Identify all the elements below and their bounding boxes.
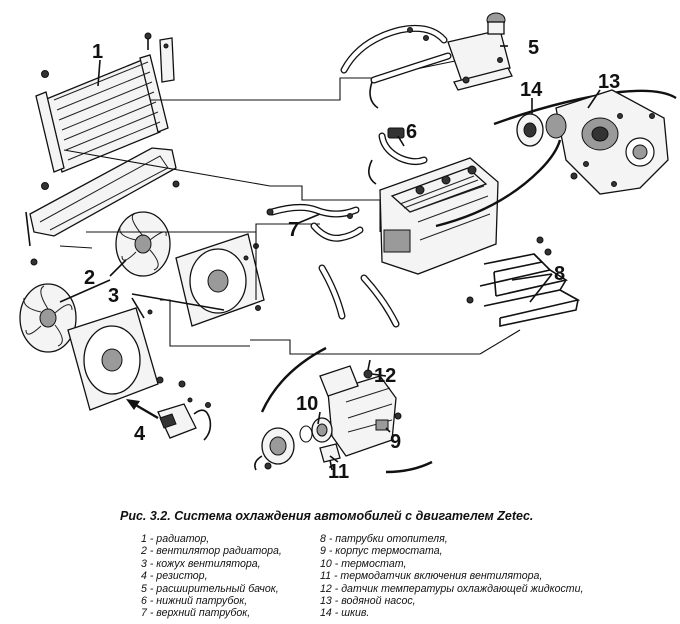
- legend-item-5: 5 - расширительный бачок,: [141, 582, 279, 595]
- callout-9: 9: [390, 431, 401, 453]
- upper-hose: [266, 203, 364, 242]
- thermostat-housing: [319, 359, 402, 457]
- legend-column-right: 8 - патрубки отопителя, 9 - корпус термо…: [320, 533, 583, 620]
- callout-2: 2: [84, 267, 95, 289]
- callout-13: 13: [598, 71, 620, 93]
- fan-upper: [115, 211, 171, 277]
- callouts: 1 2 3 4 5 6 7 8 9 10 11 12 13 14: [84, 37, 620, 483]
- radiator-mount: [159, 37, 175, 83]
- thermostat-cover: [254, 427, 295, 471]
- radiator: [35, 32, 180, 190]
- dashed-frame: [59, 59, 521, 355]
- callout-6: 6: [406, 121, 417, 143]
- resistor: [157, 397, 212, 441]
- legend-item-2: 2 - вентилятор радиатора,: [141, 545, 282, 558]
- callout-12: 12: [374, 365, 396, 387]
- legend-column-left: 1 - радиатор, 2 - вентилятор радиатора, …: [141, 533, 282, 620]
- fan-shroud-upper: [175, 233, 265, 327]
- callout-14: 14: [520, 79, 543, 101]
- top-hose: [340, 24, 448, 74]
- legend-item-12: 12 - датчик температуры охлаждающей жидк…: [320, 582, 584, 595]
- callout-3: 3: [108, 285, 119, 307]
- thermostat: [299, 417, 333, 443]
- water-pump: [555, 89, 669, 195]
- thermostat-detail: [254, 346, 433, 474]
- pulley: [516, 113, 567, 147]
- callout-4: 4: [134, 423, 146, 445]
- callout-8: 8: [554, 263, 565, 285]
- legend-item-13: 13 - водяной насос,: [320, 594, 416, 607]
- legend-item-4: 4 - резистор,: [141, 570, 208, 583]
- legend-item-8: 8 - патрубки отопителя,: [320, 533, 448, 545]
- legend-item-6: 6 - нижний патрубок,: [141, 594, 248, 607]
- lower-hose: [368, 127, 428, 185]
- callout-1: 1: [92, 41, 103, 63]
- figure-caption: Рис. 3.2. Система охлаждения автомобилей…: [120, 509, 534, 523]
- callout-5: 5: [528, 37, 539, 59]
- heater-pipes: [318, 236, 581, 328]
- water-pump-detail: [435, 89, 677, 228]
- legend: 1 - радиатор, 2 - вентилятор радиатора, …: [141, 533, 661, 621]
- legend-item-14: 14 - шкив.: [320, 607, 370, 620]
- engine: [379, 157, 499, 275]
- legend-item-7: 7 - верхний патрубок,: [141, 607, 251, 620]
- legend-item-10: 10 - термостат,: [320, 557, 407, 570]
- expansion-tank: [447, 12, 513, 91]
- expansion-hose: [369, 52, 452, 109]
- legend-item-9: 9 - корпус термостата,: [320, 545, 443, 558]
- fan-thermoswitch: [319, 443, 341, 471]
- legend-item-1: 1 - радиатор,: [141, 533, 210, 545]
- callout-11: 11: [328, 461, 349, 483]
- callout-10: 10: [296, 393, 318, 415]
- radiator-bracket: [25, 147, 177, 266]
- callout-7: 7: [288, 219, 299, 241]
- leader-lines: [59, 45, 601, 463]
- legend-item-3: 3 - кожух вентилятора,: [141, 557, 261, 570]
- legend-item-11: 11 - термодатчик включения вентилятора,: [320, 570, 543, 583]
- resistor-arrow: [126, 399, 159, 420]
- cooling-system-diagram: 1 2 3 4 5 6 7 8 9 10 11 12 13 14: [19, 12, 677, 483]
- fan-shroud-lower: [67, 307, 186, 411]
- fan-lower: [19, 283, 77, 353]
